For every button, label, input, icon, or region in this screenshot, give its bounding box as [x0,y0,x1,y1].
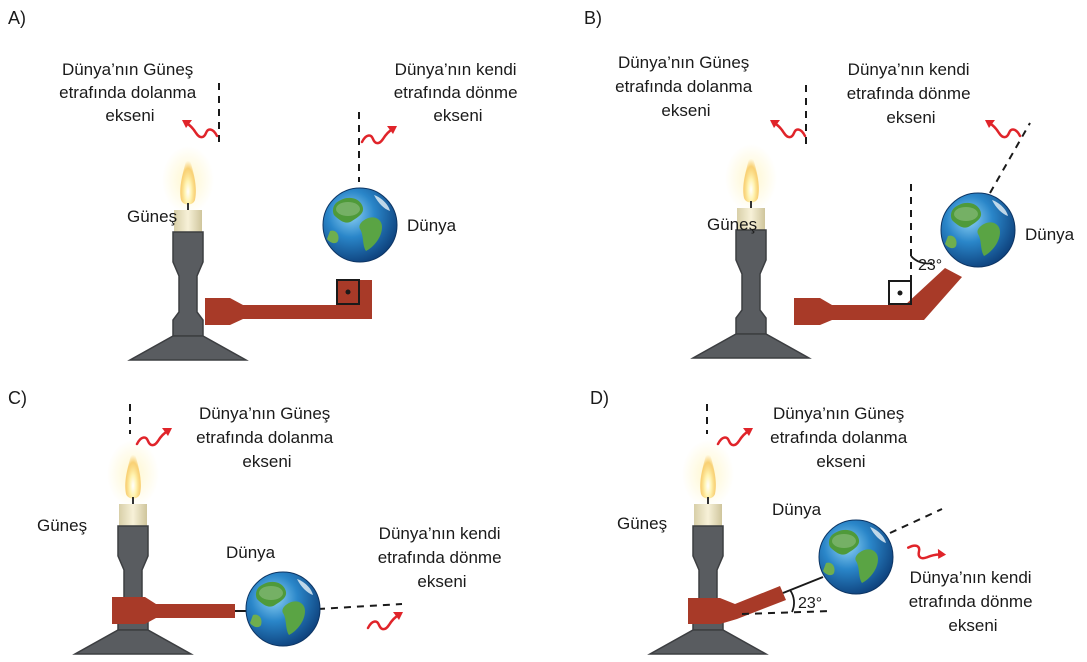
arm-rod [794,268,962,325]
right-angle-mark [888,280,912,305]
earth-label: Dünya [1025,225,1075,244]
orbit-arrow-icon [716,426,755,447]
orbit-axis-label: Dünya’nın Güneş etrafında dolanma ekseni [59,60,201,125]
panel-d: D) 23° Dünya’nın Güneş etrafında dolanma… [590,388,1038,655]
sun-label: Güneş [707,215,757,234]
spin-axis-label: Dünya’nın kendi etrafında dönme ekseni [378,524,507,591]
option-label-d: D) [590,388,609,408]
earth-globe-icon [818,519,894,595]
arm-rod [205,280,372,325]
right-angle-dot [345,289,351,295]
spin-axis-label: Dünya’nın kendi etrafında dönme ekseni [394,60,523,125]
spin-axis-inner-line [782,576,824,594]
orbit-axis-label: Dünya’nın Güneş etrafında dolanma ekseni [196,404,338,471]
sun-label: Güneş [127,207,177,226]
spin-arrow-icon [360,124,399,145]
tilt-angle-label: 23° [798,595,822,612]
spin-axis-line [889,508,943,534]
orbit-arrow-icon [768,118,807,139]
spin-axis-label: Dünya’nın kendi etrafında dönme ekseni [847,60,976,127]
spin-axis-label: Dünya’nın kendi etrafında dönme ekseni [909,568,1038,635]
option-label-b: B) [584,8,602,28]
earth-label: Dünya [407,216,457,235]
sun-label: Güneş [37,516,87,535]
option-label-a: A) [8,8,26,28]
arm-rod [112,597,235,624]
orbit-arrow-icon [180,118,219,139]
tilt-angle-arc [789,589,795,613]
earth-globe-icon [322,187,398,263]
tilt-angle-label: 23° [918,257,942,274]
sun-label: Güneş [617,514,667,533]
sun-candle-icon [692,143,810,359]
horizontal-reference-line [741,610,833,615]
panel-b: B) 23° Dünya’nın Güneş etrafında dolanma… [584,8,1075,359]
earth-label: Dünya [772,500,822,519]
spin-axis-line [317,603,403,610]
orbit-axis-label: Dünya’nın Güneş etrafında dolanma ekseni [770,404,912,471]
earth-label: Dünya [226,543,276,562]
earth-globe-icon [940,192,1016,268]
option-label-c: C) [8,388,27,408]
spin-arrow-icon [983,118,1022,139]
right-angle-dot [897,290,903,296]
orbit-axis-label: Dünya’nın Güneş etrafında dolanma ekseni [615,53,757,120]
right-angle-mark [336,279,360,305]
panel-a: A) Dünya’nın Güneş etrafında dolanma eks… [8,8,523,361]
spin-arrow-icon [366,610,405,631]
spin-axis-line [989,122,1031,194]
spin-arrow-icon [906,533,948,570]
tilt-angle-arc [910,255,933,265]
earth-globe-icon [245,571,321,647]
sun-candle-icon [129,145,247,361]
panel-c: C) Dünya’nın Güneş etrafında dolanma eks… [8,388,507,655]
arm-rod [688,586,786,624]
